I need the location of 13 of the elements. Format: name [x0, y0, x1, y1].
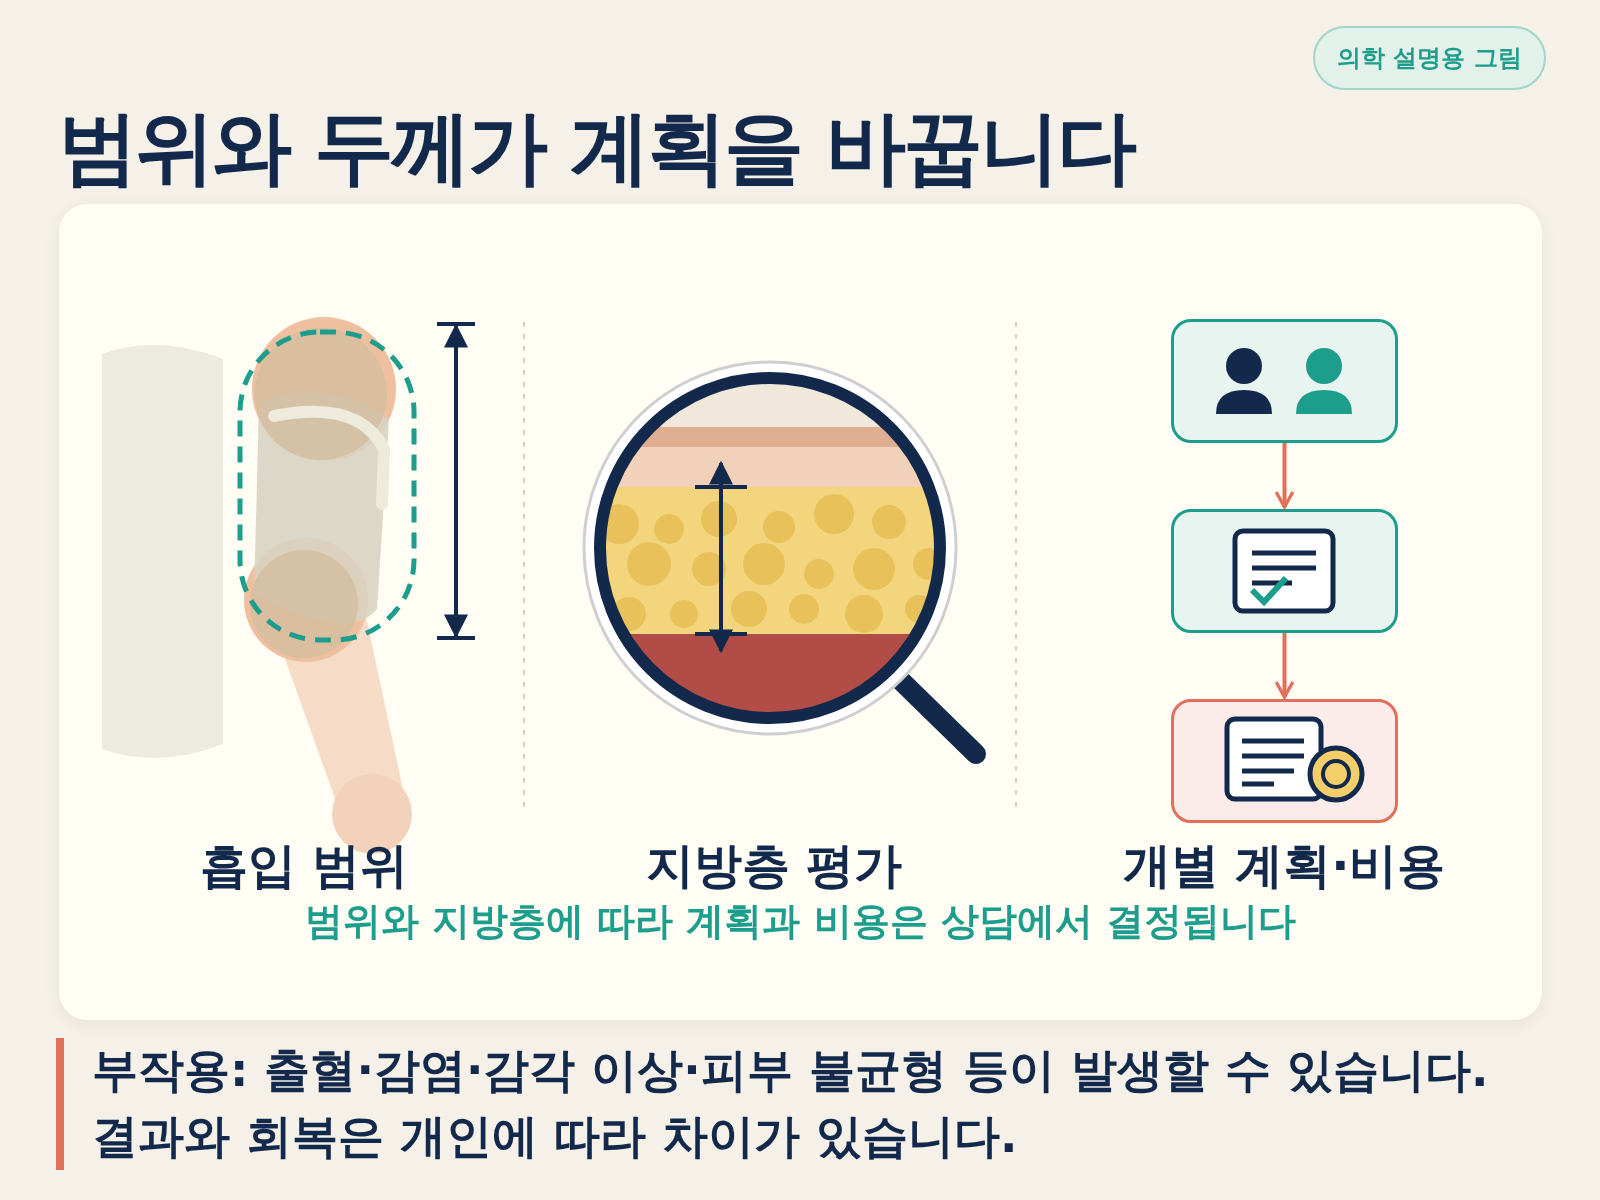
note-text: 결과와 회복은 개인에 따라 차이가 있습니다.: [92, 1108, 1018, 1165]
arrow: [1274, 443, 1295, 509]
panel-caption: 흡입 범위: [198, 836, 410, 895]
arrow: [1274, 633, 1295, 699]
tag-label: 의학 설명용 그림: [1313, 26, 1546, 90]
note-text: 부작용: 출혈·감염·감각 이상·피부 불균형 등이 발생할 수 있습니다.: [92, 1042, 1489, 1099]
panel-caption: 지방층 평가: [644, 836, 904, 895]
process-box: [1171, 509, 1398, 633]
process-box: [1171, 699, 1398, 823]
process-box: [1171, 319, 1398, 443]
panel-caption: 개별 계획·비용: [1121, 836, 1447, 895]
page-title: 범위와 두께가 계획을 바꿉니다: [58, 100, 1134, 196]
summary-text: 범위와 지방층에 따라 계획과 비용은 상담에서 결정됩니다: [303, 898, 1298, 945]
